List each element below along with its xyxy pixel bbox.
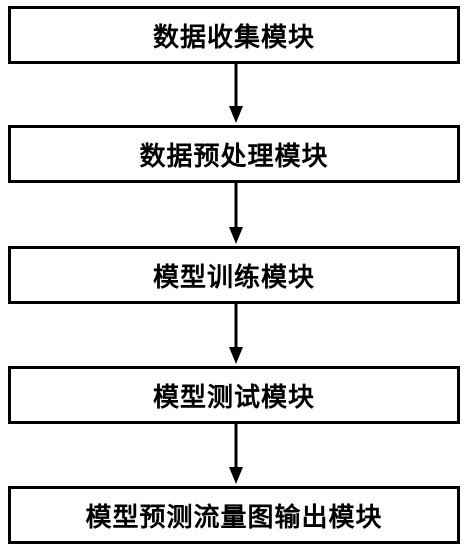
step-label: 模型测试模块 [152, 382, 315, 413]
arrow-2-to-3 [229, 183, 243, 244]
step-box-data-collection: 数据收集模块 [8, 6, 460, 64]
arrow-1-to-2 [229, 64, 243, 123]
arrow-3-to-4 [229, 304, 243, 364]
arrow-4-to-5 [229, 424, 243, 484]
step-label: 数据收集模块 [152, 22, 315, 53]
step-box-model-testing: 模型测试模块 [8, 366, 460, 424]
step-label: 模型预测流量图输出模块 [85, 502, 383, 533]
step-box-traffic-prediction-output: 模型预测流量图输出模块 [8, 486, 460, 544]
step-box-model-training: 模型训练模块 [8, 246, 460, 304]
step-label: 数据预处理模块 [139, 141, 329, 172]
step-box-data-preprocessing: 数据预处理模块 [8, 125, 460, 183]
step-label: 模型训练模块 [152, 262, 315, 293]
